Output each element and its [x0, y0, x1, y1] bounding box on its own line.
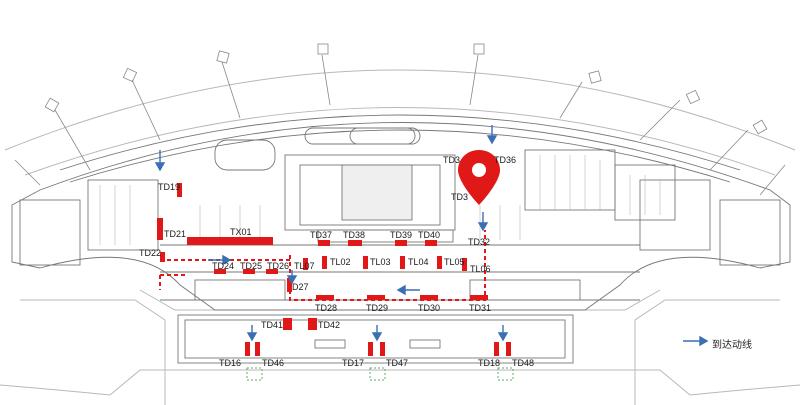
label-td3b: TD3 [451, 192, 468, 202]
label-td24: TD24 [212, 261, 234, 271]
lower-bridges [246, 367, 514, 381]
gate-marker-td21 [157, 218, 163, 240]
legend-arrow-icon [683, 335, 709, 347]
label-td46: TD46 [262, 358, 284, 368]
gate-marker-td30 [420, 295, 438, 300]
gate-marker-tl03 [363, 256, 368, 269]
label-td32: TD32 [468, 237, 490, 247]
gate-marker-tx01 [187, 237, 273, 245]
label-tl02: TL02 [330, 257, 351, 267]
gate-marker-td22 [160, 252, 165, 262]
gate-marker-tl06 [462, 258, 467, 271]
gate-marker-td38 [348, 240, 362, 246]
location-pin-icon [458, 150, 500, 205]
label-tx01: TX01 [230, 227, 252, 237]
label-tl03: TL03 [370, 257, 391, 267]
gate-marker-td41 [283, 318, 292, 330]
gate-marker-td24 [214, 269, 226, 274]
label-td26: TD26 [267, 261, 289, 271]
label-tl04: TL04 [408, 257, 429, 267]
label-td21: TD21 [164, 229, 186, 239]
label-td36: TD36 [494, 155, 516, 165]
gate-labels: TD19 TD21 TD22 TX01 TD37 TD38 TD39 TD40 … [139, 155, 534, 368]
label-td31: TD31 [469, 303, 491, 313]
label-td27: D27 [292, 282, 309, 292]
gate-marker-tl04 [400, 256, 405, 269]
label-td42: TD42 [318, 320, 340, 330]
label-td17: TD17 [342, 358, 364, 368]
gate-marker-td17b [380, 342, 385, 356]
label-td25: TD25 [240, 261, 262, 271]
label-tl07: TL07 [294, 261, 315, 271]
legend-label: 到达动线 [712, 340, 752, 351]
gate-marker-td37 [318, 240, 330, 246]
label-td19: TD19 [158, 182, 180, 192]
label-td18: TD18 [478, 358, 500, 368]
gate-marker-td19 [177, 183, 182, 197]
label-td47: TD47 [386, 358, 408, 368]
label-tl06: TL06 [470, 264, 491, 274]
label-td41: TD41 [261, 320, 283, 330]
label-td30: TD30 [418, 303, 440, 313]
gate-marker-td42 [308, 318, 317, 330]
gate-marker-td16a [245, 342, 250, 356]
gate-marker-td31 [470, 295, 488, 300]
gate-marker-td26 [266, 269, 278, 274]
gate-marker-td39 [395, 240, 407, 246]
jet-bridges [14, 43, 786, 196]
label-td48: TD48 [512, 358, 534, 368]
label-td40: TD40 [418, 230, 440, 240]
label-tl05: TL05 [444, 257, 465, 267]
gate-marker-td27 [287, 278, 292, 292]
gate-marker-td18a [494, 342, 499, 356]
label-td29: TD29 [366, 303, 388, 313]
gate-marker-tl07 [303, 258, 308, 270]
gate-marker-td28 [316, 295, 334, 300]
label-td28: TD28 [315, 303, 337, 313]
label-td3a: TD3 [443, 155, 460, 165]
label-td16: TD16 [219, 358, 241, 368]
label-td37: TD37 [310, 230, 332, 240]
gate-marker-td16b [255, 342, 260, 356]
label-td38: TD38 [343, 230, 365, 240]
label-td39: TD39 [390, 230, 412, 240]
gate-marker-tl05 [437, 256, 442, 269]
gate-marker-td29 [367, 295, 385, 300]
gate-marker-tl02 [322, 256, 327, 269]
interior-detail [99, 155, 661, 245]
gate-marker-td25 [243, 269, 255, 274]
label-td22: TD22 [139, 248, 161, 258]
gate-markers [157, 183, 511, 356]
gate-marker-td17a [368, 342, 373, 356]
gate-marker-td18b [506, 342, 511, 356]
arrival-arrows [154, 125, 509, 342]
gate-marker-td40 [425, 240, 437, 246]
